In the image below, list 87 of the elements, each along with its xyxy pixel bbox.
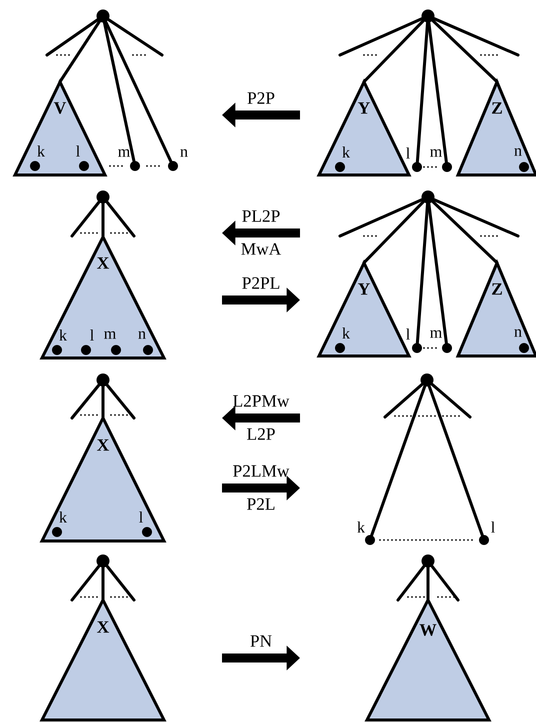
root-dot bbox=[96, 10, 110, 22]
leaf-label: m bbox=[104, 331, 116, 339]
branch-line bbox=[416, 202, 429, 344]
leaf-dot bbox=[442, 343, 452, 353]
root-dot bbox=[422, 10, 434, 22]
leaf-label: l bbox=[76, 145, 80, 157]
branch-line bbox=[106, 384, 136, 420]
leaf-dot bbox=[365, 535, 375, 545]
leaf-dot bbox=[442, 162, 452, 172]
leaf-label: l bbox=[90, 329, 94, 341]
leaf-label: m bbox=[430, 330, 442, 338]
leaf-label: k bbox=[342, 327, 350, 339]
root-dot bbox=[422, 190, 434, 204]
branch-line bbox=[102, 202, 104, 238]
triangle-label: Z bbox=[492, 102, 502, 114]
triangle-label: X bbox=[97, 439, 110, 451]
leaf-label: n bbox=[138, 331, 146, 339]
root-dot bbox=[96, 374, 110, 386]
branch-line bbox=[396, 564, 426, 602]
arrow-label: MwA bbox=[241, 243, 282, 255]
leaf-label: k bbox=[59, 329, 67, 341]
branch-line bbox=[362, 200, 425, 264]
branch-line bbox=[428, 384, 484, 537]
branch-line bbox=[362, 19, 425, 84]
arrow-label: L2PMw bbox=[233, 395, 290, 407]
branch-line bbox=[58, 20, 101, 84]
root-dot bbox=[420, 374, 434, 386]
leaf-label: l bbox=[139, 511, 143, 523]
leaf-dot bbox=[412, 343, 422, 353]
branch-line bbox=[70, 564, 100, 602]
branch-line bbox=[416, 21, 429, 164]
leaf-dot bbox=[168, 161, 178, 171]
branch-line bbox=[104, 20, 172, 163]
leaf-dot bbox=[412, 162, 422, 172]
branch-line bbox=[426, 566, 430, 602]
leaf-label: n bbox=[514, 329, 522, 337]
leaf-label: k bbox=[59, 511, 67, 523]
branch-line bbox=[430, 564, 460, 602]
leaf-label: n bbox=[514, 148, 522, 156]
arrow-label: P2PL bbox=[242, 277, 280, 289]
branch-line bbox=[106, 200, 136, 238]
branch-line bbox=[70, 200, 100, 238]
branch-line bbox=[432, 198, 520, 238]
leaf-label: m bbox=[118, 149, 130, 157]
root-dot bbox=[96, 554, 110, 568]
root-dot bbox=[422, 554, 434, 568]
leaf-dot bbox=[130, 161, 140, 171]
branch-line bbox=[102, 21, 136, 162]
arrow-label: P2P bbox=[248, 92, 274, 104]
branch-line bbox=[427, 202, 448, 344]
triangle-label: Z bbox=[492, 283, 502, 295]
branch-line bbox=[338, 17, 424, 56]
leaf-label: m bbox=[430, 149, 442, 157]
branch-line bbox=[102, 385, 104, 420]
branch-line bbox=[102, 566, 104, 602]
branch-line bbox=[107, 18, 164, 56]
triangle-label: W bbox=[420, 624, 436, 636]
leaf-label: k bbox=[37, 145, 45, 157]
triangle-label: X bbox=[97, 257, 110, 269]
leaf-label: l bbox=[406, 147, 410, 159]
branch-line bbox=[106, 564, 136, 602]
leaf-label: k bbox=[342, 146, 350, 158]
branch-line bbox=[432, 17, 520, 56]
arrow-label: PL2P bbox=[242, 210, 280, 222]
triangle-label: V bbox=[54, 102, 66, 114]
branch-line bbox=[338, 198, 424, 238]
triangle-label: Y bbox=[358, 283, 370, 295]
leaf-label: n bbox=[180, 149, 188, 157]
leaf-label: l bbox=[491, 521, 495, 533]
arrow-label: P2L bbox=[247, 498, 274, 510]
branch-line bbox=[430, 382, 472, 418]
branch-line bbox=[70, 384, 100, 420]
root-dot bbox=[96, 190, 110, 204]
branch-line bbox=[370, 384, 426, 537]
arrow-label: L2P bbox=[247, 428, 275, 440]
leaf-dot bbox=[479, 535, 489, 545]
triangle-label: Y bbox=[358, 102, 370, 114]
branch-line bbox=[431, 200, 498, 264]
leaf-label: l bbox=[406, 328, 410, 340]
triangle-label: X bbox=[97, 621, 110, 633]
arrow-label: P2LMw bbox=[233, 465, 290, 477]
arrow-label: PN bbox=[250, 635, 272, 647]
leaf-label: k bbox=[357, 521, 365, 533]
branch-line bbox=[384, 382, 424, 418]
branch-line bbox=[427, 21, 448, 164]
branch-line bbox=[431, 19, 498, 84]
branch-line bbox=[46, 18, 99, 56]
